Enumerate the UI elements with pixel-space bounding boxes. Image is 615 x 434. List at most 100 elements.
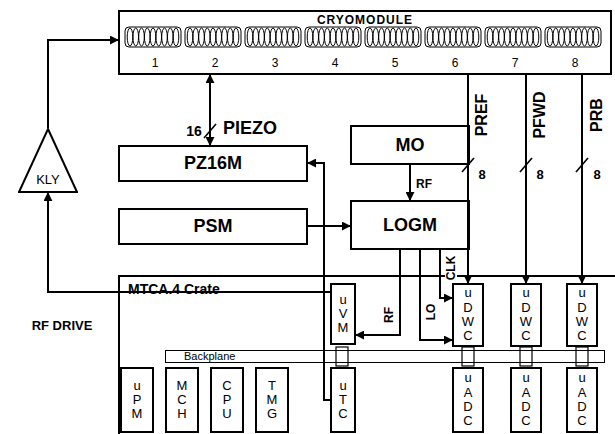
signal-line — [356, 250, 400, 335]
cavity-outline — [125, 27, 181, 47]
cavity-cell — [582, 28, 588, 46]
cavity-cell — [522, 28, 528, 46]
cavity-cell — [439, 28, 445, 46]
cavity-cell — [233, 28, 239, 46]
cavity-cell — [487, 28, 493, 46]
cavity-cell — [127, 28, 133, 46]
cavity-cell — [342, 28, 348, 46]
cavity-cell — [553, 28, 559, 46]
cavity-number: 3 — [272, 57, 279, 69]
cavity-cell — [444, 28, 450, 46]
cavity-number: 6 — [452, 57, 459, 69]
cavity-cell — [293, 28, 299, 46]
cavity-cell — [516, 28, 522, 46]
cavity-cell — [276, 28, 282, 46]
crate-box: MTCA.4 CrateuVMuDWCuDWCuDWCBackplaneuPMM… — [118, 275, 615, 434]
cavity-strings — [125, 27, 601, 47]
signal-name: PREF — [474, 93, 490, 138]
cavity-outline — [365, 27, 421, 47]
cavity-cell — [402, 28, 408, 46]
cavity-cell — [336, 28, 342, 46]
signal-name: RF — [383, 306, 395, 324]
cavity-cell — [510, 28, 516, 46]
signal-line — [525, 75, 527, 283]
cavity-cell — [473, 28, 479, 46]
cavity-number: 8 — [572, 57, 579, 69]
cavity-cell — [307, 28, 313, 46]
node-text: LOGM — [383, 215, 437, 236]
signal-name: LO — [425, 303, 437, 322]
klystron-triangle: KLY — [18, 128, 78, 193]
signal-line — [48, 40, 118, 128]
cavity-cell — [407, 28, 413, 46]
cavity-cell — [324, 28, 330, 46]
cavity-outline — [425, 27, 481, 47]
cavity-cell — [216, 28, 222, 46]
cavity-cell — [144, 28, 150, 46]
bus-width: 16 — [186, 124, 202, 138]
cavity-cell — [462, 28, 468, 46]
cavity-cell — [499, 28, 505, 46]
node-text: MTCA.4 Crate — [128, 281, 220, 297]
cavity-number: 2 — [212, 57, 219, 69]
node-text: MCH — [176, 379, 189, 422]
module-box: PSM — [118, 208, 308, 245]
cavity-cell — [450, 28, 456, 46]
backplane-band: Backplane — [165, 350, 605, 363]
module-box: uPM — [120, 367, 154, 433]
cavity-number: 5 — [392, 57, 399, 69]
cavity-cell — [173, 28, 179, 46]
node-text: uADC — [462, 371, 475, 428]
cavity-cell — [413, 28, 419, 46]
module-box: uADC — [510, 367, 542, 433]
cavity-cell — [456, 28, 462, 46]
signal-line — [467, 75, 469, 283]
signal-line — [48, 193, 330, 292]
node-text: uVM — [337, 293, 350, 336]
cavity-cell — [587, 28, 593, 46]
cavity-number: 4 — [332, 57, 339, 69]
signal-line — [308, 163, 330, 400]
node-text: MO — [396, 135, 425, 156]
module-box: PZ16M — [118, 145, 308, 182]
signal-line — [581, 75, 583, 283]
module-box: uDWC — [452, 283, 484, 347]
module-box: uADC — [452, 367, 484, 433]
cavity-cell — [576, 28, 582, 46]
cavity-cell — [547, 28, 553, 46]
module-box: MCH — [165, 367, 199, 433]
cavity-cell — [319, 28, 325, 46]
cavity-cell — [564, 28, 570, 46]
signal-name: PIEZO — [222, 119, 278, 137]
cavity-cell — [390, 28, 396, 46]
cavity-cell — [150, 28, 156, 46]
cavity-cell — [367, 28, 373, 46]
cavity-cell — [379, 28, 385, 46]
cavity-cell — [264, 28, 270, 46]
node-text: uADC — [576, 371, 589, 428]
cavity-cell — [433, 28, 439, 46]
cavity-cell — [313, 28, 319, 46]
signal-name: RF DRIVE — [31, 319, 94, 332]
node-text: CRYOMODULE — [317, 12, 413, 27]
module-box: uTC — [330, 367, 356, 433]
cavity-cell — [247, 28, 253, 46]
cavity-number: 7 — [512, 57, 519, 69]
signal-line — [209, 75, 211, 145]
cavity-cell — [270, 28, 276, 46]
cavity-cell — [373, 28, 379, 46]
cavity-cell — [222, 28, 228, 46]
cavity-cell — [139, 28, 145, 46]
cavity-outline — [545, 27, 601, 47]
node-text: uTC — [337, 379, 350, 422]
cavity-cell — [533, 28, 539, 46]
cavity-cell — [353, 28, 359, 46]
node-text: uPM — [131, 379, 144, 422]
cavity-cell — [559, 28, 565, 46]
cavity-cell — [493, 28, 499, 46]
node-text: uADC — [520, 371, 533, 428]
signal-name: PRB — [589, 97, 605, 133]
cavity-cell — [259, 28, 265, 46]
module-box: uVM — [330, 283, 356, 345]
cryomodule-box: CRYOMODULE — [118, 10, 612, 75]
